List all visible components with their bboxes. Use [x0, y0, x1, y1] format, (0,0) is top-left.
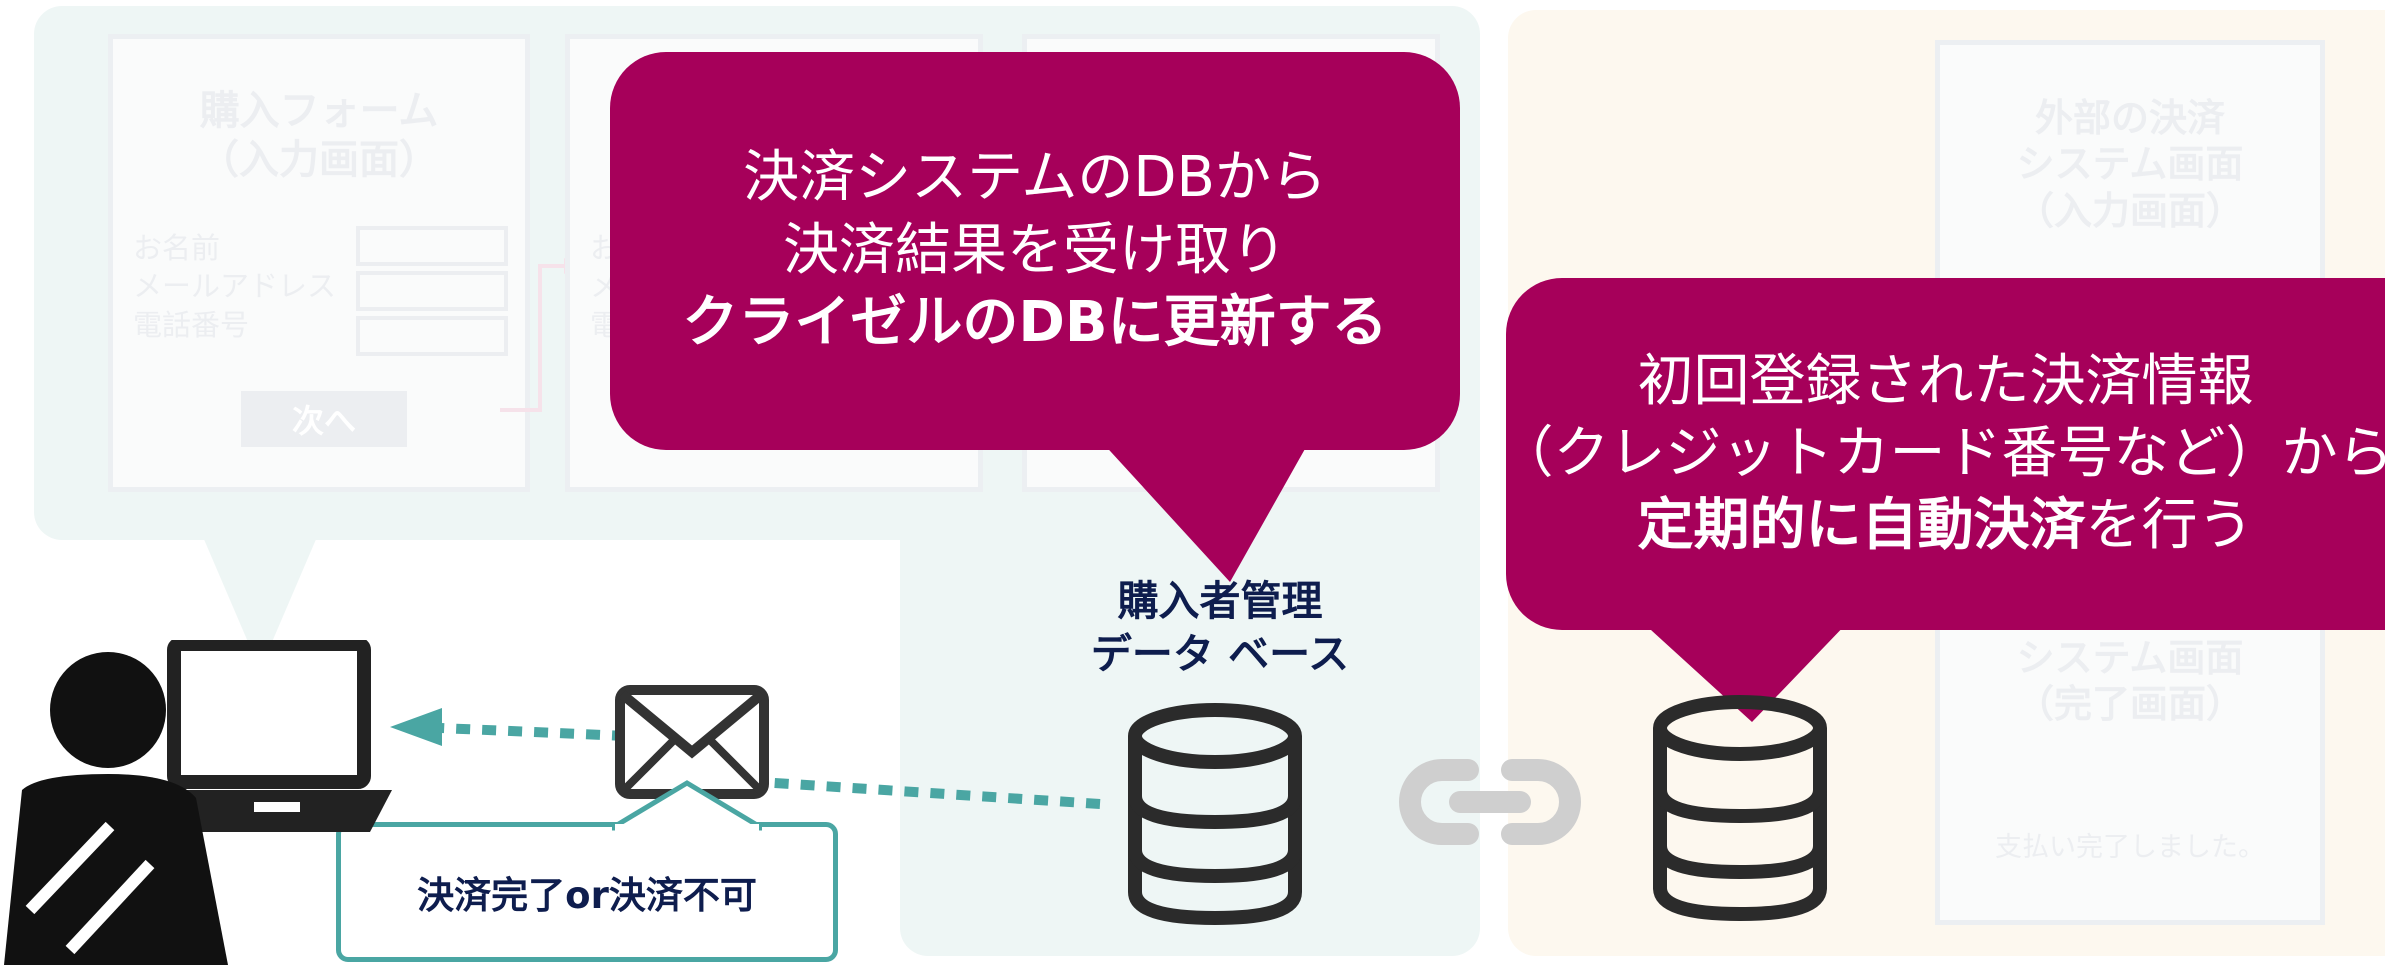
external-complete-line1: システム画面 — [2016, 636, 2244, 680]
auto-payment-callout-tail — [1640, 620, 1850, 722]
notification-arrow — [390, 708, 1101, 809]
email-status-box: 決済完了or決済不可 — [336, 822, 838, 962]
purchase-form-document: 購入フォーム （入力画面） お名前 メールアドレス 電話番号 次へ — [108, 34, 530, 492]
payment-database-icon — [1653, 695, 1827, 922]
next-button-label: 次へ — [291, 402, 356, 440]
external-input-line2: システム画面 — [2016, 142, 2244, 187]
auto-payment-callout: 初回登録された決済情報 （クレジットカード番号など）から 定期的に自動決済を行う — [1498, 278, 2385, 630]
callout-left-line1: 決済システムのDBから — [743, 144, 1327, 210]
email-status-label: 決済完了or決済不可 — [417, 874, 757, 917]
email-status-box-tail — [612, 780, 762, 832]
purchase-form-title-line2: （入力画面） — [199, 136, 439, 183]
db-update-callout: 決済システムのDBから 決済結果を受け取り クライゼルのDBに更新する — [610, 52, 1460, 450]
db-update-callout-tail — [1100, 440, 1310, 582]
buyer-db-label-line2: データ ベース — [1090, 630, 1350, 679]
person-icon — [4, 652, 228, 965]
next-button[interactable]: 次へ — [241, 391, 407, 447]
buyer-db-label: 購入者管理 データ ベース — [1090, 575, 1350, 682]
external-complete-line2: （完了画面） — [2015, 682, 2244, 727]
purchase-form-title-line1: 購入フォーム — [199, 88, 439, 134]
name-input[interactable] — [356, 226, 508, 266]
field-label-phone: 電話番号 — [133, 307, 250, 342]
callout-right-line2: （クレジットカード番号など）から — [1497, 421, 2385, 487]
field-label-name: お名前 — [133, 231, 221, 265]
link-icon — [1399, 759, 1581, 845]
laptop-icon — [160, 640, 392, 832]
callout-left-line2: 決済結果を受け取り — [783, 217, 1287, 283]
buyer-db-label-line1: 購入者管理 — [1117, 577, 1323, 625]
callout-right-line1: 初回登録された決済情報 — [1637, 349, 2254, 415]
panel-tail — [200, 530, 320, 670]
phone-input[interactable] — [356, 316, 508, 356]
envelope-icon — [615, 685, 769, 799]
callout-right-line3-bold: 定期的に自動決済 — [1637, 492, 2086, 558]
buyer-database-icon — [1128, 703, 1302, 926]
email-input[interactable] — [356, 271, 508, 311]
callout-right-line3-rest: を行う — [2085, 492, 2254, 558]
external-input-line3: （入力画面） — [2015, 188, 2244, 233]
payment-complete-message: 支払い完了しました。 — [1995, 832, 2265, 863]
callout-left-line3: クライゼルのDBに更新する — [682, 290, 1388, 356]
field-label-email: メールアドレス — [133, 269, 337, 304]
external-input-line1: 外部の決済 — [2034, 96, 2225, 140]
